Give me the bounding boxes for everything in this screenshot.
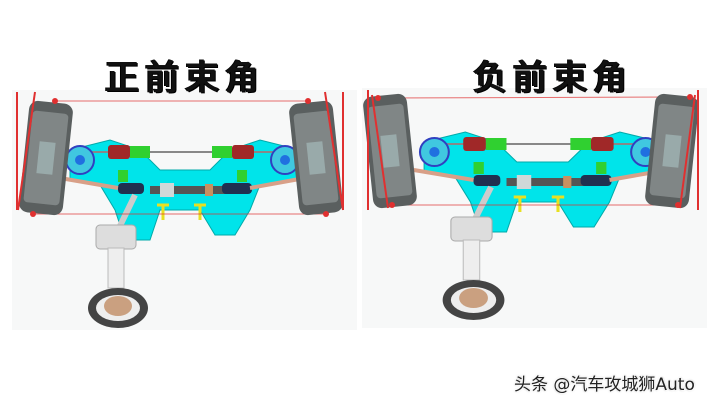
wheel-left-toe-in xyxy=(18,100,74,216)
right-diagram xyxy=(362,90,700,320)
wheel-axis-line-left xyxy=(17,91,36,211)
left-diagram xyxy=(16,91,344,328)
marker-dot xyxy=(675,202,681,208)
suspension-assembly-right xyxy=(414,132,666,320)
watermark: 头条 @汽车攻城狮Auto xyxy=(514,375,695,395)
marker-dot xyxy=(52,98,58,104)
title-negative-toe: 负前束角 xyxy=(473,58,633,98)
marker-dot xyxy=(687,94,693,100)
title-positive-toe: 正前束角 xyxy=(105,58,265,98)
marker-dot xyxy=(30,211,36,217)
wheel-axis-line-left xyxy=(371,94,389,209)
wheel-axis-line-right xyxy=(679,94,696,209)
wheel-axis-line-right xyxy=(324,91,344,211)
marker-dot xyxy=(375,95,381,101)
suspension-assembly-left xyxy=(60,140,305,328)
right-panel-background xyxy=(362,88,707,328)
wheel-right-toe-out xyxy=(644,93,700,209)
marker-dot xyxy=(305,98,311,104)
reference-line-front xyxy=(374,96,694,99)
marker-dot xyxy=(323,211,329,217)
marker-dot xyxy=(389,202,395,208)
wheel-left-toe-out xyxy=(362,93,418,209)
